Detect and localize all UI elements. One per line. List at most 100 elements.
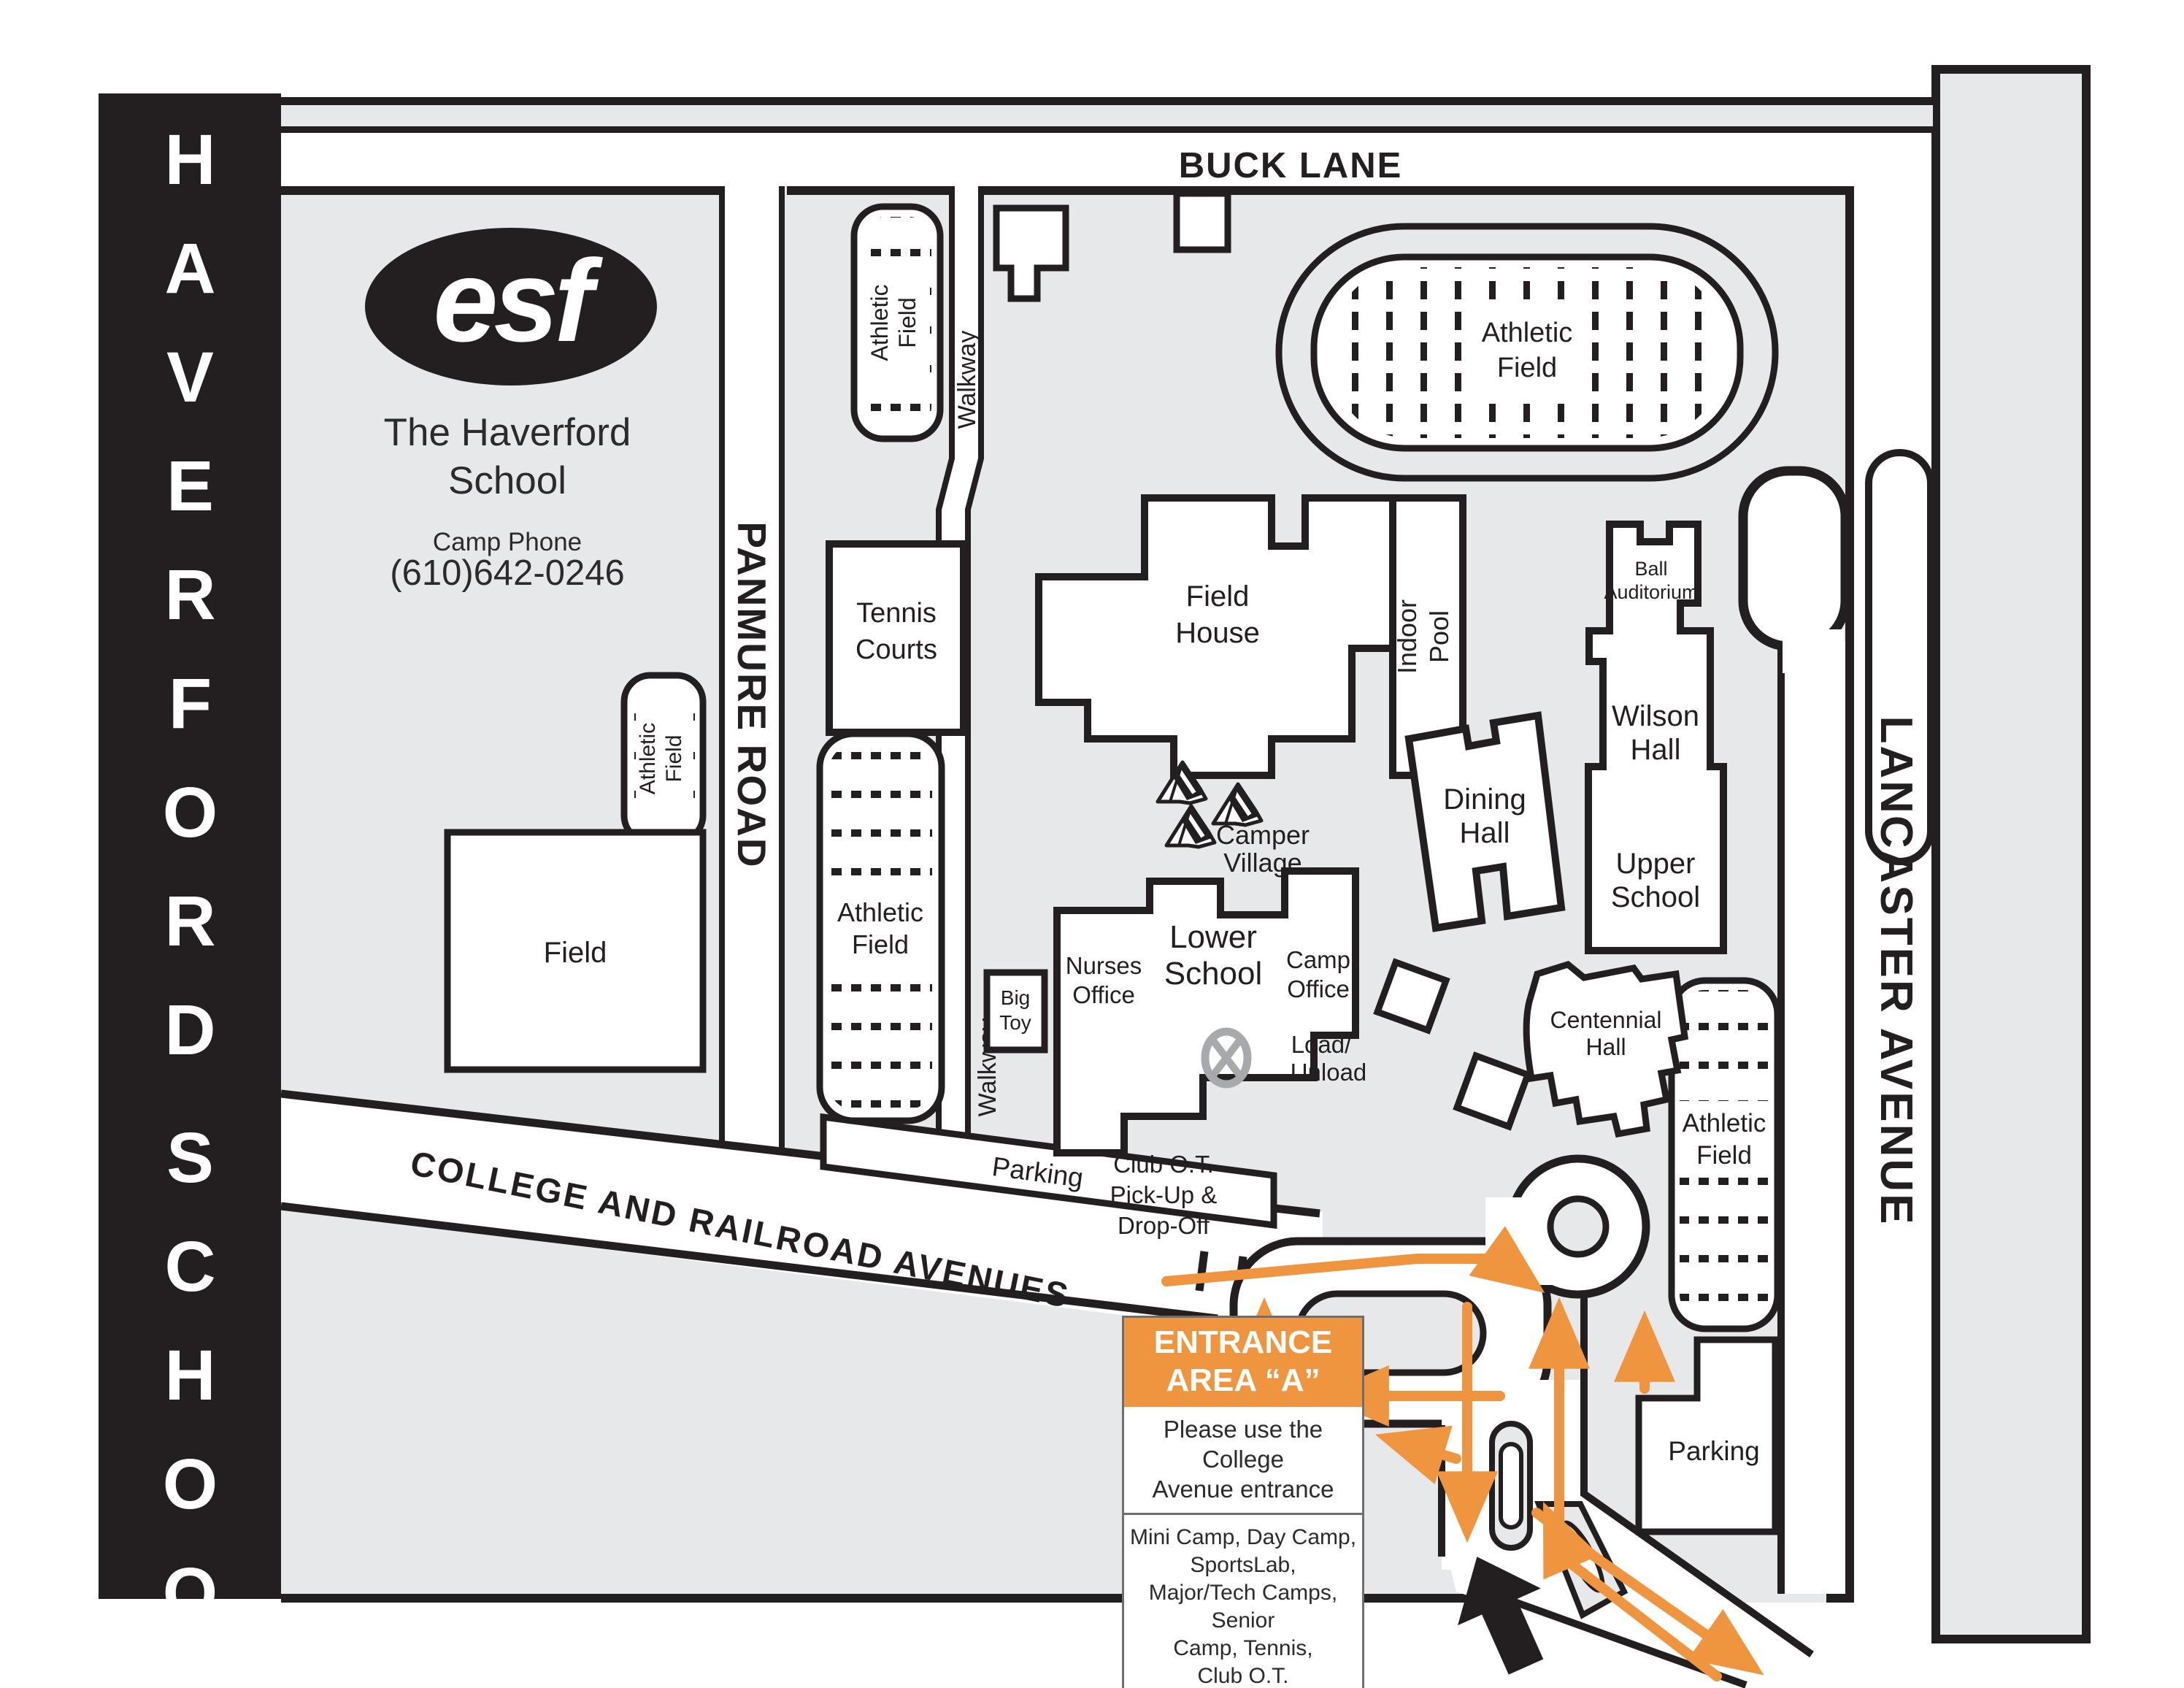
map-border-right: [1845, 186, 1854, 1603]
svg-text:Drop-Off: Drop-Off: [1118, 1212, 1210, 1239]
building-small-north-1: [993, 204, 1069, 302]
svg-text:Pool: Pool: [1424, 610, 1454, 663]
entrance-box-subtitle: Please use the College Avenue entrance: [1124, 1407, 1362, 1515]
entrance-a-arrow: [1458, 1557, 1544, 1675]
building-dining-hall: [1404, 711, 1566, 932]
svg-text:Hall: Hall: [1460, 817, 1510, 849]
svg-text:Auditorium: Auditorium: [1604, 581, 1698, 603]
athletic-field-4-label: Athletic: [1482, 318, 1573, 348]
east-campus-road: [1781, 641, 1845, 1594]
svg-text:Pick-Up &: Pick-Up &: [1110, 1181, 1218, 1208]
svg-text:Field: Field: [852, 929, 909, 959]
lane-tick-1: [1195, 1251, 1209, 1292]
college-road-bottom-edge: [280, 1202, 1218, 1323]
camp-phone-label: Camp Phone: [432, 528, 582, 556]
panmure-road: [719, 186, 785, 1165]
building-wilson-upper-complex: [1585, 521, 1727, 954]
svg-text:Athletic: Athletic: [866, 285, 893, 361]
esf-logo-text: esf: [433, 235, 593, 366]
svg-text:School: School: [1611, 881, 1700, 913]
svg-text:Hall: Hall: [1631, 734, 1681, 766]
school-name-line1: The Haverford: [383, 411, 631, 454]
svg-text:Field: Field: [662, 734, 686, 782]
field-plain: [444, 829, 707, 1073]
route-arrow-enter: [1542, 1501, 1722, 1681]
school-name: The Haverford School: [285, 409, 730, 505]
school-banner: HAVERFORD SCHOOL: [99, 93, 281, 1688]
svg-text:School: School: [1164, 956, 1263, 991]
walkway-label-1: Walkway: [953, 331, 981, 429]
map-border-bottom-corner: [1826, 1594, 1854, 1603]
building-lower-school: [1053, 867, 1359, 1156]
athletic-field-3-label-bg: [825, 889, 936, 970]
svg-text:Unload: Unload: [1291, 1059, 1367, 1086]
svg-text:Field: Field: [1696, 1141, 1752, 1170]
wilson-hall-label: Wilson: [1612, 700, 1699, 732]
building-small-rotated-1: [1373, 958, 1450, 1035]
route-arrow-turn-left: [1374, 1425, 1461, 1485]
centennial-label: Centennial: [1550, 1007, 1662, 1033]
east-road-hook: [1738, 466, 1850, 651]
college-railroad-road: [281, 1092, 1323, 1340]
building-tennis-courts: [826, 540, 967, 736]
upper-school-label: Upper: [1616, 848, 1696, 880]
ball-auditorium-label: Ball: [1634, 558, 1667, 580]
camp-phone-number: (610)642-0246: [390, 553, 625, 593]
buck-lane-north-curb: [281, 97, 1933, 105]
svg-text:Indoor: Indoor: [1392, 599, 1422, 674]
walkway-east-edge: [965, 186, 984, 1139]
svg-text:Athletic: Athletic: [636, 723, 660, 794]
athletic-field-2-label: Athletic Field: [636, 705, 691, 813]
athletic-field-3-label: Athletic: [837, 897, 923, 927]
load-unload-label: Load/: [1291, 1031, 1352, 1058]
athletic-field-5-label-bg: [1677, 1101, 1772, 1177]
banner-word-2: SCHOOL: [150, 1118, 230, 1688]
school-name-line2: School: [447, 459, 567, 502]
big-toy-label: Big: [1001, 986, 1030, 1009]
field-plain-label: Field: [544, 937, 607, 969]
athletic-field-4-label-bg: [1463, 307, 1591, 394]
roundabout-island: [1547, 1195, 1610, 1258]
entrance-title-line1: ENTRANCE: [1153, 1324, 1333, 1360]
dining-hall-label: Dining: [1443, 783, 1526, 816]
east-block: [1931, 65, 2091, 1643]
camper-village-label: Camper: [1216, 820, 1310, 850]
entrance-a-letter: A: [1500, 1598, 1525, 1637]
median-island-1-slot: [1499, 1442, 1523, 1530]
entrance-box-header: ENTRANCE AREA “A”: [1124, 1318, 1362, 1407]
club-ot-label: Club O.T.: [1113, 1151, 1214, 1178]
athletic-field-5-label: Athletic: [1683, 1109, 1766, 1138]
entrance-area-a-box: ENTRANCE AREA “A” Please use the College…: [1122, 1316, 1364, 1688]
indoor-pool-label: Indoor Pool: [1392, 599, 1454, 674]
esf-logo: esf: [365, 228, 657, 385]
street-label-buck-lane: BUCK LANE: [1179, 146, 1403, 185]
svg-text:Field: Field: [894, 297, 920, 348]
route-arrow-top: [1161, 1226, 1545, 1293]
map-border-bottom: [281, 1594, 1672, 1603]
nurses-office-label: Nurses: [1066, 952, 1142, 979]
svg-text:Courts: Courts: [855, 634, 937, 665]
svg-text:Office: Office: [1287, 975, 1350, 1002]
panmure-west-edge: [719, 186, 725, 1150]
buck-lane-south-curb: [281, 126, 1933, 133]
street-label-panmure: PANMURE ROAD: [729, 521, 774, 868]
athletic-field-1-label: Athletic Field: [866, 264, 927, 381]
map-border-top-right: [787, 186, 1854, 195]
building-small-north-2: [1173, 190, 1231, 253]
entrance-box-camps: Mini Camp, Day Camp, SportsLab, Major/Te…: [1129, 1525, 1357, 1688]
east-road-hook-patch: [1783, 629, 1844, 673]
building-big-toy: [983, 969, 1048, 1054]
camp-office-label: Camp: [1286, 946, 1350, 973]
entrance-title-line2: AREA “A”: [1166, 1362, 1320, 1398]
svg-text:Office: Office: [1072, 981, 1135, 1008]
building-small-rotated-2: [1453, 1051, 1532, 1131]
building-field-house: [1035, 494, 1396, 779]
parking-east-label: Parking: [1668, 1436, 1759, 1466]
svg-text:Hall: Hall: [1585, 1034, 1626, 1060]
svg-text:Toy: Toy: [999, 1011, 1031, 1034]
street-label-lancaster: LANCASTER AVENUE: [1871, 716, 1921, 1226]
no-parking-icon: [1201, 1027, 1252, 1089]
svg-text:House: House: [1175, 617, 1260, 649]
